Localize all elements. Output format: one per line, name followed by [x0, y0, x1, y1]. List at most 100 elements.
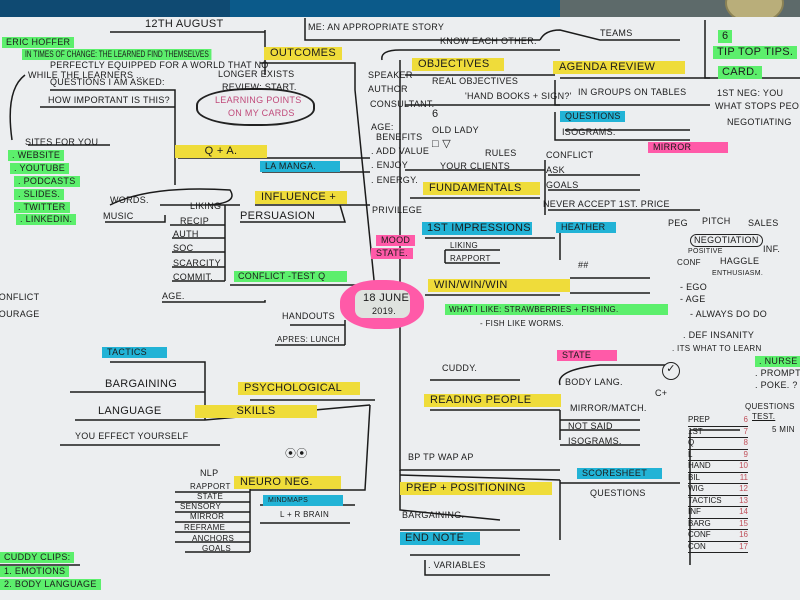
note-goals: GOALS: [546, 180, 579, 190]
note-age2: - AGE: [680, 294, 706, 304]
note-card: CARD.: [718, 66, 762, 79]
note-skills: SKILLS: [195, 405, 317, 418]
note-conflict-right: CONFLICT: [546, 150, 594, 160]
note-neuro: NEURO NEG.: [234, 476, 341, 489]
learning-points-cloud: [196, 88, 315, 126]
note-body-language: 2. BODY LANGUAGE: [0, 579, 101, 590]
note-tips: TIP TOP TIPS.: [713, 46, 798, 59]
note-goals2: GOALS: [202, 544, 232, 553]
note-objectives: OBJECTIVES: [412, 58, 504, 71]
site-podcasts: . PODCASTS: [14, 176, 80, 187]
date-label-patch: [355, 290, 410, 318]
note-cuddy: CUDDY.: [442, 363, 478, 373]
background-blue: [230, 0, 560, 17]
note-conflict-left: CONFLICT: [0, 292, 40, 302]
note-what-stops: WHAT STOPS PEOPLE: [715, 101, 800, 111]
score-number: 16: [739, 530, 748, 539]
note-isograms2: ISOGRAMS.: [568, 436, 622, 446]
score-label: L: [688, 449, 693, 459]
score-number: 13: [739, 495, 748, 505]
note-first-neg: 1ST NEG: YOU: [717, 88, 784, 98]
note-ego: - EGO: [680, 282, 708, 292]
note-questions-s: QUESTIONS: [590, 488, 646, 498]
note-prep-pos: PREP + POSITIONING: [400, 482, 552, 495]
site-linkedin: . LINKEDIN.: [16, 214, 77, 225]
note-quote-2: PERFECTLY EQUIPPED FOR A WORLD THAT NO: [50, 60, 269, 70]
note-effect: YOU EFFECT YOURSELF: [75, 431, 189, 441]
note-brain: L + R BRAIN: [280, 510, 330, 519]
face-icon: ⦿⦿: [285, 448, 308, 460]
note-always: - ALWAYS DO DO: [690, 309, 768, 319]
site-youtube: . YOUTUBE: [10, 163, 70, 174]
note-qa: Q + A.: [175, 145, 267, 158]
score-label: WIG: [688, 484, 704, 493]
note-conf: CONF: [677, 258, 701, 267]
note-pitch: PITCH: [702, 216, 731, 226]
note-questions-b: QUESTIONS: [560, 111, 625, 122]
score-number: 10: [739, 461, 748, 470]
note-insanity: . DEF INSANITY: [683, 330, 755, 340]
note-commit: COMMIT.: [173, 272, 214, 282]
score-number: 7: [743, 426, 748, 436]
note-isograms: ISOGRAMS.: [562, 127, 616, 137]
score-label: HAND: [688, 461, 711, 470]
note-hash: ##: [578, 260, 589, 270]
note-body-lang: BODY LANG.: [565, 377, 623, 387]
note-fish: - FISH LIKE WORMS.: [480, 319, 565, 328]
note-how-important: HOW IMPORTANT IS THIS?: [48, 95, 170, 105]
note-add-value: . ADD VALUE: [371, 146, 430, 156]
note-cuddy-clips: CUDDY CLIPS:: [0, 552, 75, 563]
note-prompt: . PROMPT: [755, 368, 800, 378]
note-cplus: C+: [655, 388, 668, 398]
note-persuasion: PERSUASION: [240, 210, 316, 222]
score-label: Q: [688, 438, 695, 447]
note-enthusiasm: ENTHUSIASM.: [712, 270, 764, 277]
note-influence: INFLUENCE +: [255, 191, 347, 204]
note-anchors: ANCHORS: [192, 534, 235, 543]
note-handbooks: 'HAND BOOKS + SIGN?': [465, 91, 572, 101]
note-learning-points: LEARNING POINTS: [215, 95, 302, 105]
note-reframe: REFRAME: [184, 523, 226, 532]
score-number: 11: [739, 472, 748, 482]
score-label: 1ST: [688, 426, 703, 436]
note-bargaining-left: BARGAINING: [105, 378, 178, 390]
note-bargaining-right: BARGAINING.: [402, 510, 465, 520]
note-reading: READING PEOPLE: [424, 394, 561, 407]
note-hoffer: ERIC HOFFER: [2, 37, 75, 48]
score-label: TACTICS: [688, 495, 722, 505]
note-your-clients: YOUR CLIENTS: [440, 161, 511, 171]
note-me-story: ME: AN APPROPRIATE STORY: [308, 22, 445, 32]
note-ask: ASK: [546, 165, 565, 175]
note-heather: HEATHER: [556, 222, 616, 233]
note-handouts: HANDOUTS: [282, 311, 335, 321]
note-first-impressions: 1ST IMPRESSIONS: [422, 222, 532, 235]
note-quote-4: LONGER EXISTS: [218, 69, 295, 79]
note-end-note: END NOTE: [400, 532, 480, 545]
note-old-lady: OLD LADY: [432, 125, 479, 135]
note-not-said: NOT SAID: [568, 421, 613, 431]
note-conflict-test: CONFLICT -TEST Q: [234, 271, 347, 282]
note-groups: IN GROUPS ON TABLES: [578, 87, 687, 97]
note-sensory: SENSORY: [180, 502, 222, 511]
note-apres: APRES: LUNCH: [277, 335, 340, 344]
june-cloud: [340, 280, 424, 329]
note-words: WORDS.: [110, 195, 149, 205]
note-rapport2: RAPPORT: [190, 482, 231, 491]
score-row: HAND 10: [688, 461, 748, 473]
note-enjoy: . ENJOY: [371, 160, 409, 170]
note-liking2: LIKING: [450, 241, 479, 250]
note-soc: SOC: [173, 243, 194, 253]
note-author: AUTHOR: [368, 84, 408, 94]
note-benefits: BENEFITS: [376, 132, 423, 142]
clock-icon: ✓: [662, 362, 680, 380]
note-negotiation: NEGOTIATION: [690, 234, 763, 247]
note-psych: PSYCHOLOGICAL: [238, 382, 360, 395]
note-courage: COURAGE: [0, 309, 40, 319]
